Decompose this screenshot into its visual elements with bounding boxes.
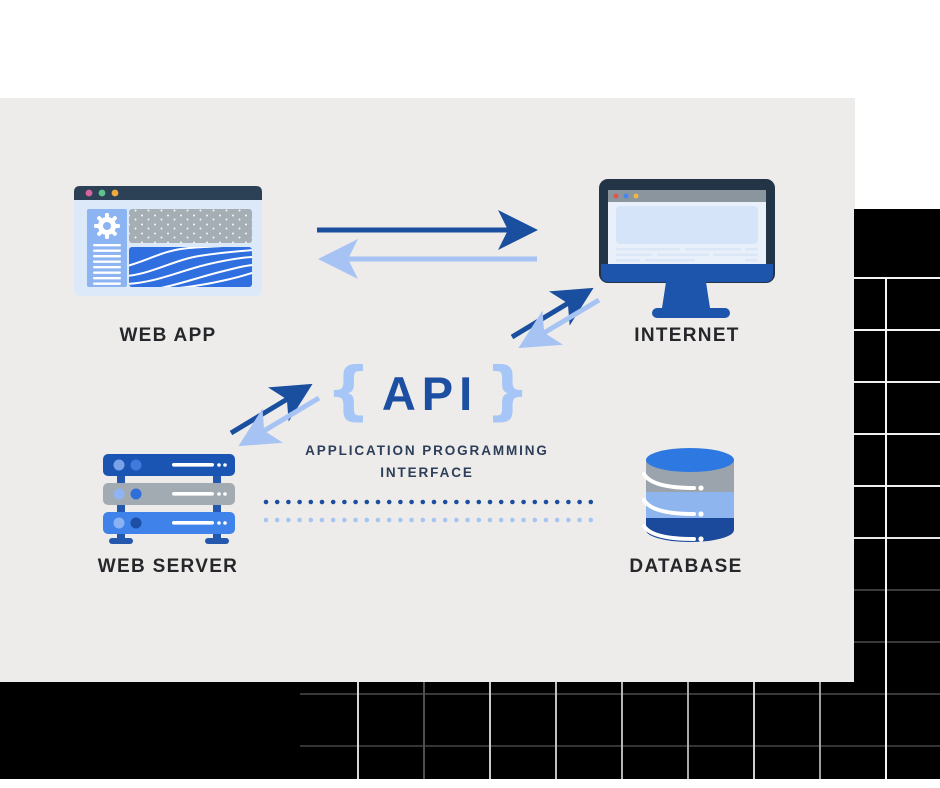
label-internet: INTERNET: [634, 325, 740, 346]
arrow-internet-to-api: [518, 297, 601, 349]
api-title-group: { API }: [288, 352, 568, 434]
gear-icon: [94, 213, 120, 239]
label-database: DATABASE: [629, 556, 743, 577]
api-title: API: [381, 366, 479, 420]
api-subtitle-line2: INTERFACE: [380, 465, 474, 480]
label-web-app: WEB APP: [119, 325, 217, 346]
label-web-server: WEB SERVER: [97, 556, 239, 577]
api-subtitle: APPLICATION PROGRAMMING INTERFACE: [257, 440, 597, 484]
arrow-api-to-server: [238, 395, 321, 447]
browser-window-icon: [74, 186, 262, 296]
monitor-icon: [599, 179, 775, 318]
brace-left: {: [325, 353, 371, 427]
brace-right: }: [485, 353, 531, 427]
server-stack-icon: [103, 454, 235, 544]
api-subtitle-line1: APPLICATION PROGRAMMING: [305, 443, 549, 458]
database-cylinder-icon: [642, 448, 734, 542]
